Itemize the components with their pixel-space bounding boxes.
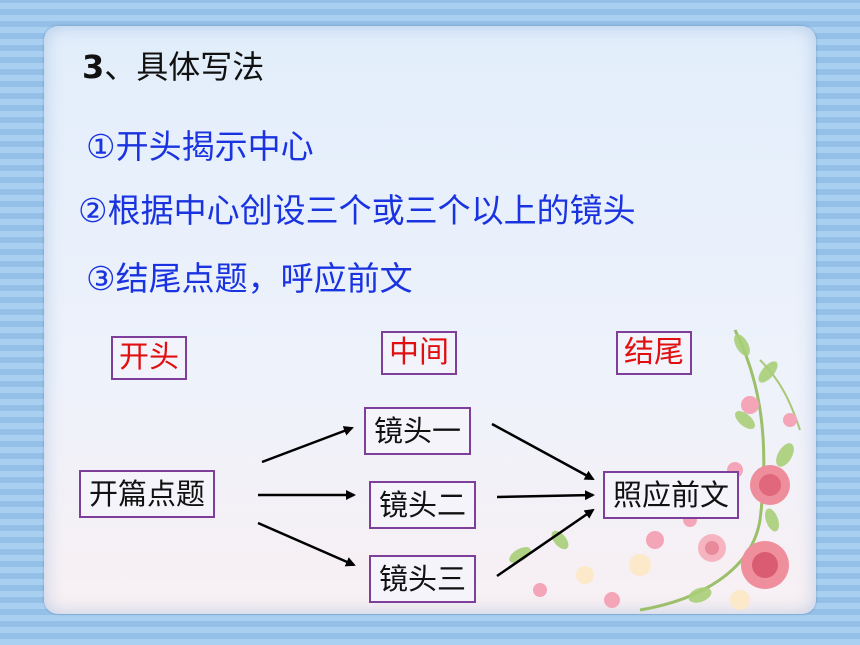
node-shot-1: 镜头一 <box>364 407 472 455</box>
node-shot-2: 镜头二 <box>369 481 477 529</box>
arrow-opening-to-shot3 <box>257 521 356 567</box>
point-3: ③结尾点题，呼应前文 <box>86 259 413 298</box>
node-shot-3: 镜头三 <box>369 555 477 603</box>
point-2: ②根据中心创设三个或三个以上的镜头 <box>78 191 636 230</box>
heading-title: 具体写法 <box>136 48 265 86</box>
arrow-shot3-to-ending <box>496 508 595 578</box>
section-label-start: 开头 <box>111 336 187 380</box>
arrow-shot2-to-ending <box>496 490 595 501</box>
node-opening: 开篇点题 <box>79 470 216 518</box>
point-1: ①开头揭示中心 <box>86 127 314 166</box>
section-label-end: 结尾 <box>616 331 692 375</box>
arrow-shot1-to-ending <box>491 422 595 481</box>
heading-number: 3 <box>82 48 105 86</box>
node-ending: 照应前文 <box>603 471 740 519</box>
slide-heading: 3、具体写法 <box>82 42 264 88</box>
arrow-opening-to-shot1 <box>261 426 354 464</box>
heading-separator: 、 <box>104 48 137 86</box>
section-label-middle: 中间 <box>381 331 457 375</box>
